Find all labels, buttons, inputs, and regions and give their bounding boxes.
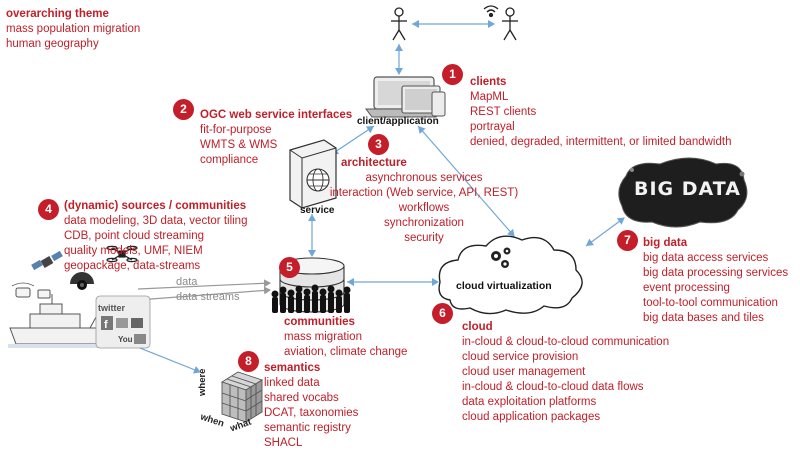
cube-icon	[220, 371, 264, 423]
badge-5: 5	[279, 257, 300, 278]
theme-line: human geography	[6, 38, 99, 50]
semantics-line: linked data	[264, 377, 320, 389]
laptop-icon	[365, 76, 446, 118]
ogc-line: fit-for-purpose	[200, 124, 272, 136]
clients-line: REST clients	[470, 106, 537, 118]
badge-7: 7	[617, 230, 638, 251]
bigdata-line: big data processing services	[643, 267, 789, 279]
badge-4: 4	[38, 199, 59, 220]
sources-line: CDB, point cloud streaming	[64, 230, 204, 242]
theme-heading: overarching theme	[6, 8, 109, 20]
architecture-line: interaction (Web service, API, REST)	[329, 187, 519, 199]
data-streams-arrow	[137, 286, 271, 301]
cloud-line: in-cloud & cloud-to-cloud data flows	[462, 381, 644, 393]
ogc-block: OGC web service interfaces fit-for-purpo…	[200, 108, 352, 168]
sources-heading: (dynamic) sources / communities	[64, 200, 247, 212]
connector-arrows	[119, 20, 625, 374]
social-media-icon: twitter f You	[95, 295, 151, 349]
bigdata-line: tool-to-tool communication	[643, 297, 778, 309]
communities-block: communities mass migration aviation, cli…	[284, 315, 407, 360]
wifi-icon	[483, 5, 499, 18]
satellite-icon	[31, 250, 63, 271]
communities-heading: communities	[284, 316, 355, 328]
overarching-theme: overarching theme mass population migrat…	[6, 7, 140, 52]
crowd-icon	[271, 284, 351, 313]
stream-arrows	[137, 279, 271, 301]
bigdata-line: big data bases and tiles	[643, 312, 764, 324]
service-label: service	[300, 205, 335, 216]
device-icon	[11, 282, 51, 299]
clients-heading: clients	[470, 76, 507, 88]
bigdata-line: event processing	[643, 282, 730, 294]
cloud-block: cloud in-cloud & cloud-to-cloud communic…	[462, 320, 669, 425]
semantics-line: shared vocabs	[264, 392, 339, 404]
svg-text:You: You	[118, 335, 133, 344]
ogc-line: compliance	[200, 154, 259, 166]
ogc-heading: OGC web service interfaces	[200, 109, 353, 121]
clients-block: clients MapML REST clients portrayal den…	[470, 75, 731, 150]
clients-line: denied, degraded, intermittent, or limit…	[470, 136, 732, 148]
architecture-heading: architecture	[341, 157, 407, 169]
architecture-line: synchronization	[384, 217, 464, 229]
communities-line: mass migration	[284, 331, 362, 343]
gears-icon	[491, 247, 511, 268]
architecture-line: asynchronous services	[365, 172, 483, 184]
drone-icon	[106, 245, 138, 263]
semantics-line: DCAT, taxonomies	[264, 407, 359, 419]
architecture-line: security	[404, 232, 444, 244]
theme-line: mass population migration	[6, 23, 141, 35]
semantics-block: semantics linked data shared vocabs DCAT…	[264, 361, 358, 451]
architecture-block: architecture asynchronous services inter…	[329, 156, 519, 246]
sources-line: geopackage, data-streams	[64, 260, 201, 272]
sources-block: (dynamic) sources / communities data mod…	[64, 199, 247, 274]
ogc-line: WMTS & WMS	[200, 139, 278, 151]
person-icon	[502, 7, 518, 41]
semantics-heading: semantics	[264, 362, 321, 374]
server-icon	[289, 139, 337, 209]
architecture-line: workflows	[398, 202, 450, 214]
arrow-client-cloud	[417, 125, 515, 237]
badge-1: 1	[442, 64, 463, 85]
cube-label-where: where	[197, 368, 208, 396]
badge-8: 8	[238, 351, 259, 372]
svg-text:f: f	[104, 319, 108, 331]
big-data-board-text: BIG DATA	[634, 178, 741, 200]
cloud-virtualization-label: cloud virtualization	[456, 280, 552, 292]
cloud-line: cloud user management	[462, 366, 586, 378]
bigdata-block: big data big data access services big da…	[643, 236, 788, 326]
blackboard-icon	[618, 157, 748, 228]
client-application-label: client/application	[357, 116, 439, 127]
semantics-line: SHACL	[264, 437, 303, 449]
bigdata-line: big data access services	[643, 252, 769, 264]
person-icon	[391, 7, 407, 41]
badge-6: 6	[432, 303, 453, 324]
sources-line: data modeling, 3D data, vector tiling	[64, 215, 248, 227]
data-arrow	[137, 279, 271, 290]
arrow-cloud-bigdata	[585, 217, 625, 247]
communities-line: aviation, climate change	[284, 346, 408, 358]
sources-line: quality models, UMF, NIEM	[64, 245, 203, 257]
arrow-client-service	[331, 125, 375, 155]
cloud-heading: cloud	[462, 321, 493, 333]
cloud-line: in-cloud & cloud-to-cloud communication	[462, 336, 670, 348]
badge-3: 3	[368, 134, 389, 155]
stream-label-data: data	[176, 276, 198, 288]
cloud-line: data exploitation platforms	[462, 396, 597, 408]
cloud-line: cloud application packages	[462, 411, 601, 423]
clients-line: portrayal	[470, 121, 515, 133]
cloud-icon	[438, 235, 583, 315]
ship-icon	[8, 294, 130, 348]
svg-text:twitter: twitter	[98, 303, 125, 313]
semantics-line: semantic registry	[264, 422, 351, 434]
cloud-line: cloud service provision	[462, 351, 579, 363]
badge-2: 2	[173, 99, 194, 120]
camera-icon	[70, 272, 94, 290]
clients-line: MapML	[470, 91, 509, 103]
bigdata-heading: big data	[643, 237, 688, 249]
stream-label-data-streams: data streams	[176, 291, 240, 303]
